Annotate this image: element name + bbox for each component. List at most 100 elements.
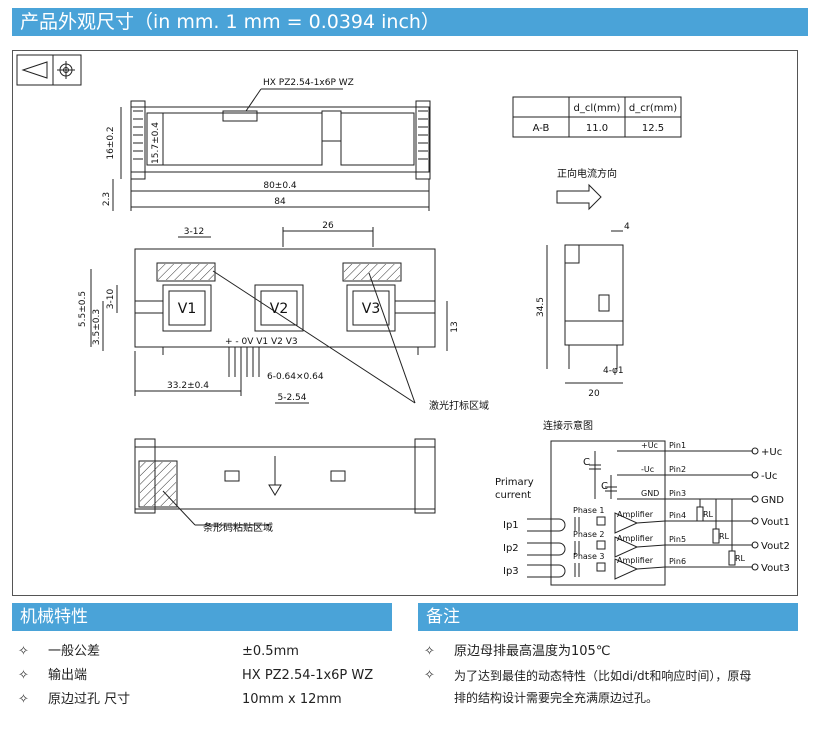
barcode-area-label: 条形码粘贴区域: [203, 521, 273, 534]
laser-mark-label: 激光打标区域: [429, 399, 489, 412]
terminal-uc-minus: [751, 471, 759, 479]
barcode-area: [138, 460, 178, 508]
rl-2-label: RL: [719, 532, 730, 541]
terminal-gnd: [751, 495, 759, 503]
window-v1-label: V1: [178, 301, 196, 317]
note-item: ✧ 为了达到最佳的动态特性（比如di/dt和响应时间），原母: [424, 666, 808, 686]
dim-13: 13: [450, 321, 460, 332]
table-row-dcl: 11.0: [586, 123, 608, 134]
dim-pitch: 5-2.54: [277, 393, 306, 403]
pin4-label: Pin4: [669, 511, 686, 520]
bullet-icon: ✧: [18, 668, 29, 683]
window-v2-label: V2: [270, 301, 288, 317]
bullet-icon: ✧: [424, 668, 435, 683]
primary-conductor-3: [527, 564, 566, 578]
terminal-vout1: [751, 517, 759, 525]
input-ip1: Ip1: [503, 520, 519, 531]
primary-conductor-1: [527, 518, 566, 532]
mechanical-item: ✧ 输出端 HX PZ2.54-1x6P WZ: [18, 666, 398, 686]
window-v1: [162, 284, 212, 332]
bullet-icon: ✧: [18, 644, 29, 659]
terminal-vout2: [751, 541, 759, 549]
bullet-icon: ✧: [424, 644, 435, 659]
amplifier-3-label: Amplifier: [617, 556, 654, 565]
amplifier-1-icon: [614, 512, 639, 534]
dim-4: 4: [624, 222, 630, 232]
cap-2-label: C: [601, 481, 608, 492]
pin2-label: Pin2: [669, 465, 686, 474]
output-vout1: Vout1: [761, 517, 790, 528]
table-row-label: A-B: [533, 123, 550, 134]
mech-label-output: 输出端: [48, 668, 88, 683]
dim-4-phi1: 4-φ1: [603, 366, 624, 376]
bottom-view-body: [134, 446, 436, 510]
mechanical-list: ✧ 一般公差 ±0.5mm ✧ 输出端 HX PZ2.54-1x6P WZ ✧ …: [18, 642, 398, 722]
table-row-dcr: 12.5: [642, 123, 664, 134]
dim-3-5: 3.5±0.3: [92, 309, 102, 345]
input-ip2: Ip2: [503, 543, 519, 554]
input-ip3: Ip3: [503, 566, 519, 577]
pin1-label: Pin1: [669, 441, 686, 450]
primary-current-label-1: Primary: [495, 477, 534, 488]
pin-labels: + - 0V V1 V2 V3: [225, 337, 298, 347]
output-gnd: GND: [761, 495, 784, 506]
front-view-body: [134, 248, 436, 348]
right-side-view-body: [564, 244, 624, 346]
dim-5-5: 5.5±0.5: [78, 291, 88, 327]
projection-symbol-frame: [16, 54, 82, 86]
dim-height-total: 16±0.2: [106, 126, 116, 159]
terminal-vout3: [751, 563, 759, 571]
dim-length-total: 84: [274, 197, 286, 207]
amplifier-3-icon: [614, 558, 639, 580]
output-vout3: Vout3: [761, 563, 790, 574]
drawing-svg: HX PZ2.54-1x6P WZ 16±0.2 15.7±0.4 80±0.4…: [16, 54, 790, 586]
mechanical-item: ✧ 一般公差 ±0.5mm: [18, 642, 398, 662]
dim-length-inner: 80±0.4: [263, 181, 297, 191]
mech-value-output: HX PZ2.54-1x6P WZ: [242, 668, 374, 683]
mechanical-item: ✧ 原边过孔 尺寸 10mm x 12mm: [18, 690, 398, 710]
schematic-title: 连接示意图: [543, 419, 593, 432]
terminal-uc-plus: [751, 447, 759, 455]
dim-26: 26: [322, 221, 334, 231]
dim-height-body: 15.7±0.4: [151, 122, 161, 164]
mechanical-title: 机械特性: [12, 603, 392, 631]
primary-current-label-2: current: [495, 490, 531, 501]
mech-value-hole: 10mm x 12mm: [242, 692, 342, 707]
table-header-dcr: d_cr(mm): [629, 103, 677, 114]
note-item: 排的结构设计需要完全充满原边过孔。: [424, 688, 808, 708]
dim-20: 20: [588, 389, 600, 399]
projection-cone-icon: [21, 61, 48, 79]
pin3-label: Pin3: [669, 489, 686, 498]
current-direction-arrow-icon: [556, 183, 602, 211]
output-vout2: Vout2: [761, 541, 790, 552]
dim-bottom: 2.3: [102, 192, 112, 206]
note-text-1: 原边母排最高温度为105℃: [454, 644, 611, 659]
current-direction-label: 正向电流方向: [557, 167, 617, 180]
output-uc-plus: +Uc: [761, 447, 782, 458]
window-v3-label: V3: [362, 301, 380, 317]
amplifier-1-label: Amplifier: [617, 510, 654, 519]
primary-conductor-2: [527, 542, 566, 556]
note-text-3: 排的结构设计需要完全充满原边过孔。: [454, 691, 659, 705]
net-gnd: GND: [641, 489, 659, 498]
notes-list: ✧ 原边母排最高温度为105℃ ✧ 为了达到最佳的动态特性（比如di/dt和响应…: [424, 642, 808, 722]
dim-3-10: 3-10: [106, 289, 116, 310]
net-uc-minus: -Uc: [641, 465, 654, 474]
window-v2: [254, 284, 304, 332]
output-uc-minus: -Uc: [761, 471, 777, 482]
amplifier-2-label: Amplifier: [617, 534, 654, 543]
net-uc-plus: +Uc: [641, 441, 658, 450]
pin5-label: Pin5: [669, 535, 686, 544]
dim-34-5: 34.5: [536, 297, 546, 317]
phase-1-label: Phase 1: [573, 506, 605, 515]
dimension-drawing: HX PZ2.54-1x6P WZ 16±0.2 15.7±0.4 80±0.4…: [12, 50, 798, 596]
connector-label: HX PZ2.54-1x6P WZ: [263, 78, 354, 88]
amplifier-2-icon: [614, 536, 639, 558]
mech-value-tolerance: ±0.5mm: [242, 644, 299, 659]
phase-3-label: Phase 3: [573, 552, 605, 561]
dim-pin: 6-0.64×0.64: [267, 372, 324, 382]
notes-title: 备注: [418, 603, 798, 631]
note-text-2: 为了达到最佳的动态特性（比如di/dt和响应时间），原母: [454, 669, 752, 683]
pin6-label: Pin6: [669, 557, 686, 566]
dim-3-12: 3-12: [184, 227, 204, 237]
